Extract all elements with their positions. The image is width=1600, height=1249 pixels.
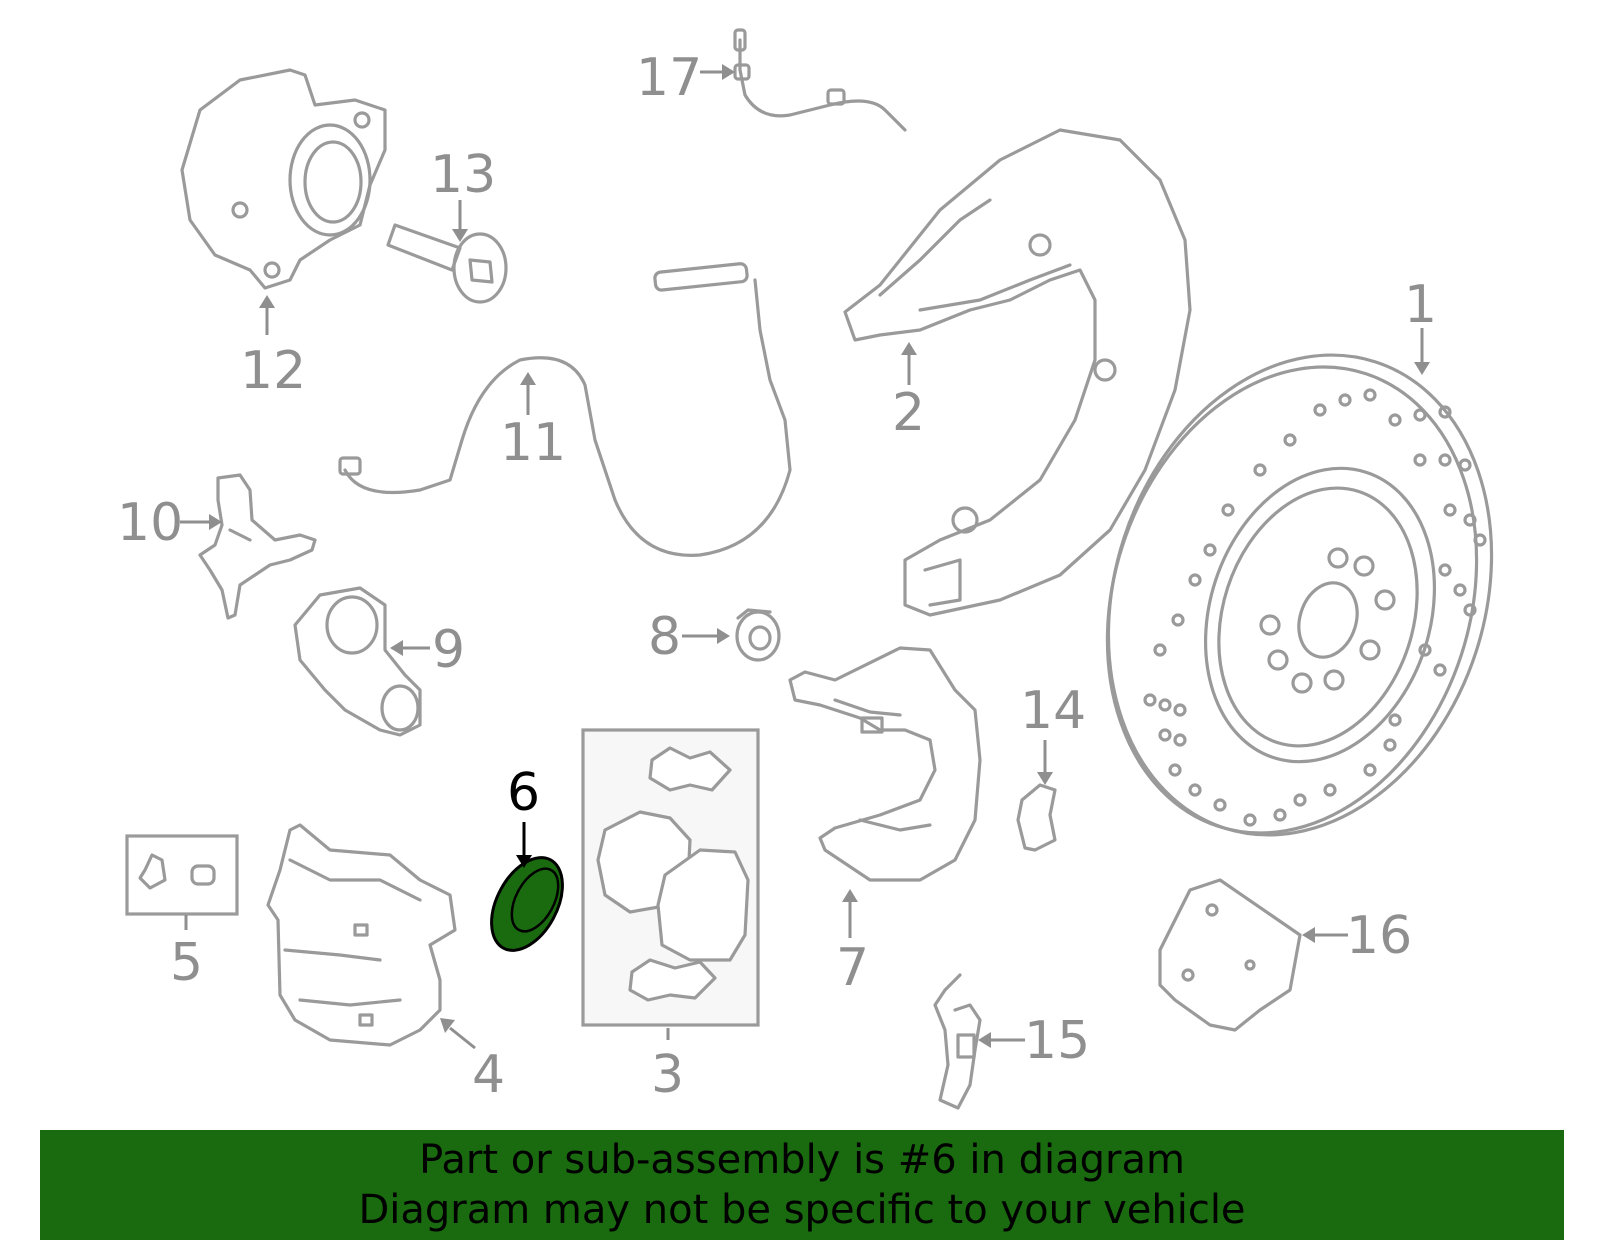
banner-line-part: Part or sub-assembly is #6 in diagram xyxy=(419,1137,1185,1183)
callout-15[interactable]: 15 xyxy=(1024,1011,1090,1071)
part-1-brake-rotor[interactable] xyxy=(1048,305,1551,885)
callout-4[interactable]: 4 xyxy=(472,1045,505,1105)
callout-5[interactable]: 5 xyxy=(170,933,203,993)
part-14-pad-clip[interactable] xyxy=(1016,783,1057,852)
banner-line-disclaimer: Diagram may not be specific to your vehi… xyxy=(358,1187,1246,1233)
callout-13[interactable]: 13 xyxy=(430,145,496,205)
brake-parts-diagram: 1 2 3 4 5 6 7 8 9 10 11 12 13 14 15 16 1… xyxy=(117,28,1551,1110)
callout-2[interactable]: 2 xyxy=(892,383,925,443)
part-3-brake-pad-kit[interactable] xyxy=(581,728,760,1027)
callout-11[interactable]: 11 xyxy=(500,413,566,473)
callout-9[interactable]: 9 xyxy=(432,620,465,680)
callout-12[interactable]: 12 xyxy=(240,341,306,401)
part-13-hub-bolt[interactable] xyxy=(386,223,508,304)
callout-10[interactable]: 10 xyxy=(117,493,183,553)
part-7-caliper-bracket[interactable] xyxy=(788,646,982,882)
callout-3[interactable]: 3 xyxy=(651,1045,684,1105)
leader-lines xyxy=(180,64,1430,1050)
part-16-control-module[interactable] xyxy=(1158,878,1302,1032)
callout-8[interactable]: 8 xyxy=(648,607,681,667)
part-9-parking-brake-motor[interactable] xyxy=(293,586,422,737)
callout-16[interactable]: 16 xyxy=(1346,906,1412,966)
info-banner: Part or sub-assembly is #6 in diagram Di… xyxy=(40,1130,1564,1240)
part-11-brake-wear-sensor[interactable] xyxy=(338,262,792,557)
callout-1[interactable]: 1 xyxy=(1404,275,1437,335)
callout-labels: 1 2 3 4 5 6 7 8 9 10 11 12 13 14 15 16 1… xyxy=(117,48,1437,1105)
part-4-caliper-housing[interactable] xyxy=(266,823,457,1047)
part-12-wheel-hub[interactable] xyxy=(180,68,387,290)
part-17-speed-sensor[interactable] xyxy=(733,28,907,132)
part-15-retaining-spring[interactable] xyxy=(933,973,982,1110)
callout-17[interactable]: 17 xyxy=(636,48,702,108)
part-2-dust-shield[interactable] xyxy=(843,128,1192,617)
part-10-sensor-bracket[interactable] xyxy=(198,473,317,620)
callout-6[interactable]: 6 xyxy=(507,763,540,823)
part-5-bleeder-kit[interactable] xyxy=(125,834,239,916)
callout-7[interactable]: 7 xyxy=(836,938,869,998)
part-8-guide-bushing[interactable] xyxy=(735,608,781,662)
callout-14[interactable]: 14 xyxy=(1020,681,1086,741)
part-6-piston-seal[interactable] xyxy=(477,846,577,962)
